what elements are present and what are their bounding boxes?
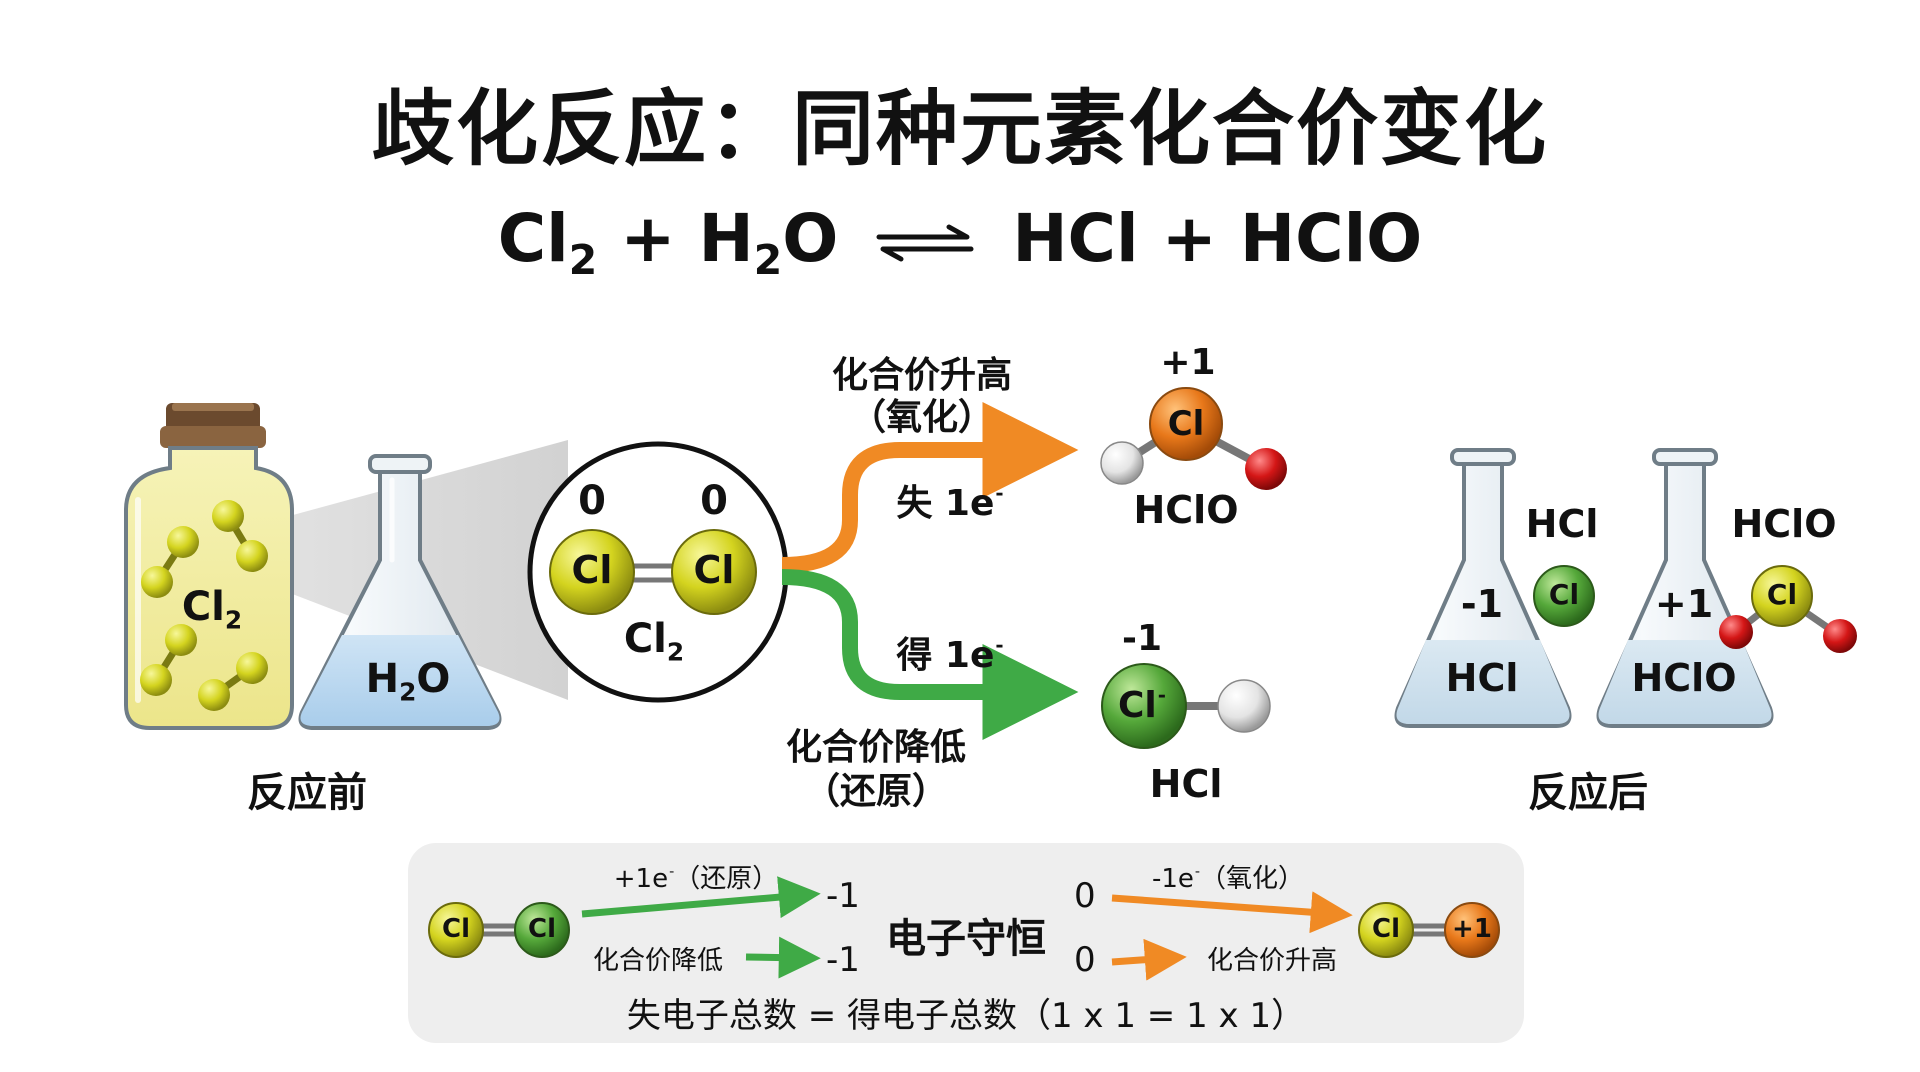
panel-atom-4: +1 <box>1452 914 1492 944</box>
panel-reduction-arrow-bottom <box>745 936 821 979</box>
reduction-label-line2: （还原） <box>803 771 949 812</box>
hcl-name-label: HCl <box>1149 762 1223 806</box>
gain-electron-label: 得 1e- <box>896 634 1004 676</box>
equilibrium-arrow-icon <box>876 224 974 262</box>
oxidation-label-line1: 化合价升高 <box>831 355 1013 396</box>
hcl-molecule-icon <box>1101 663 1271 749</box>
eq-product-hclo: HClO <box>1239 200 1423 277</box>
cl2-magnified-circle <box>527 441 789 703</box>
eq-reactant-h2o: H2O <box>698 200 839 285</box>
panel-oxidation-start-bottom: 0 <box>1074 940 1096 980</box>
panel-oxidation-caption: 化合价升高 <box>1206 946 1338 976</box>
eq-plus-1: + <box>620 200 676 277</box>
hcl-flask-atom: Cl <box>1548 578 1580 611</box>
electron-conservation-panel <box>408 843 1524 1043</box>
page-title: 歧化反应：同种元素化合价变化 <box>371 82 1548 177</box>
eq-product-hcl: HCl <box>1012 200 1139 277</box>
atom-label-right: Cl <box>693 548 735 592</box>
lose-electron-label: 失 1e- <box>896 482 1004 524</box>
hclo-cl-atom-label: Cl <box>1167 404 1205 444</box>
panel-oxidation-note: -1e-（氧化） <box>1151 864 1305 894</box>
hclo-flask-label: HClO <box>1631 656 1737 700</box>
hcl-flask-icon <box>1394 448 1595 728</box>
panel-cl-right-icon <box>514 902 570 958</box>
hclo-molecule-icon <box>1100 387 1287 490</box>
hclo-flask-icon <box>1596 448 1857 728</box>
panel-reduction-arrow-top <box>581 876 821 919</box>
eq-reactant-cl2: Cl2 <box>497 200 598 285</box>
panel-reduction-value-top: -1 <box>826 876 860 916</box>
ox-state-right: 0 <box>700 478 728 524</box>
water-flask-icon <box>298 454 502 730</box>
electron-balance-formula: 失电子总数 = 得电子总数（1 x 1 = 1 x 1） <box>626 996 1306 1036</box>
atom-label-left: Cl <box>571 548 613 592</box>
panel-reduction-note: +1e-（还原） <box>613 864 779 894</box>
panel-cl-left-icon <box>428 902 484 958</box>
hcl-flask-name: HCl <box>1525 502 1599 546</box>
hclo-name-label: HClO <box>1133 488 1239 532</box>
panel-atom-1: Cl <box>442 914 470 944</box>
reduction-label-line1: 化合价降低 <box>785 727 967 768</box>
panel-cl-orange-icon <box>1444 902 1500 958</box>
jar-label: Cl2 <box>181 584 243 635</box>
molecule-label: Cl2 <box>623 616 685 667</box>
hcl-cl-atom-label: Cl- <box>1118 684 1166 726</box>
panel-atom-3: Cl <box>1372 914 1400 944</box>
chlorine-jar-icon <box>124 403 294 730</box>
oxidation-label-line2: （氧化） <box>849 397 995 438</box>
cl2-gas-molecules <box>140 500 268 711</box>
hcl-flask-label: HCl <box>1445 656 1519 700</box>
before-caption: 反应前 <box>247 770 367 816</box>
panel-oxidation-start-top: 0 <box>1074 876 1096 916</box>
panel-reduction-value-bottom: -1 <box>826 940 860 980</box>
panel-atom-2: Cl <box>528 914 556 944</box>
oxidation-arrow <box>781 402 1079 573</box>
hclo-ox-state: +1 <box>1160 342 1216 383</box>
hclo-flask-atom: Cl <box>1766 578 1798 611</box>
panel-oxidation-arrow-bottom <box>1111 938 1187 981</box>
electron-conservation-label: 电子守恒 <box>886 916 1046 962</box>
hclo-flask-ox-state: +1 <box>1654 582 1714 626</box>
hcl-ox-state: -1 <box>1122 618 1162 659</box>
eq-plus-2: + <box>1161 200 1217 277</box>
reduction-arrow <box>781 569 1079 740</box>
reaction-equation: Cl2 + H2O HCl + HClO <box>0 200 1920 284</box>
ox-state-left: 0 <box>578 478 606 524</box>
panel-cl-yellow-icon <box>1358 902 1414 958</box>
panel-reduction-caption: 化合价降低 <box>592 946 724 976</box>
panel-oxidation-arrow-top <box>1111 891 1353 934</box>
hclo-flask-name: HClO <box>1731 502 1837 546</box>
after-caption: 反应后 <box>1528 770 1648 816</box>
flask-label: H2O <box>365 656 451 707</box>
hcl-flask-ox-state: -1 <box>1460 582 1504 626</box>
